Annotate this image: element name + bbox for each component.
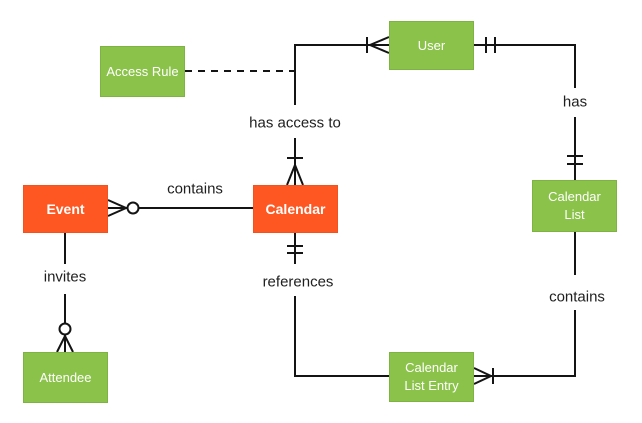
relationship-label-contains-entries: contains — [547, 288, 607, 306]
zero-circle-icon — [126, 201, 140, 215]
crow-foot-icon — [473, 367, 494, 385]
entity-user: User — [389, 21, 474, 70]
connector-invites — [56, 233, 74, 353]
zero-circle-icon — [58, 322, 72, 336]
entity-event: Event — [23, 185, 108, 233]
connector-contains-event-calendar — [107, 199, 253, 217]
connector-has-access-to — [286, 36, 390, 186]
crow-foot-icon — [107, 199, 129, 217]
crow-foot-icon — [286, 162, 304, 186]
entity-calendar-list-entry: Calendar List Entry — [389, 352, 474, 402]
connector-line — [474, 310, 576, 377]
entity-access-rule: Access Rule — [100, 46, 185, 97]
one-and-only-one-ticks-icon — [485, 37, 496, 53]
one-and-only-one-ticks-icon — [567, 155, 583, 165]
connector-contains-list-entry — [473, 232, 576, 385]
relationship-label-has: has — [560, 93, 590, 111]
relationship-label-references: references — [260, 273, 336, 291]
connector-references — [287, 233, 389, 377]
relationship-label-has-access-to: has access to — [247, 114, 343, 132]
connector-line — [294, 44, 389, 105]
connector-line — [474, 44, 576, 88]
crow-foot-icon — [367, 36, 390, 54]
entity-calendar: Calendar — [253, 185, 338, 233]
entity-attendee: Attendee — [23, 352, 108, 403]
entity-calendar-list: Calendar List — [532, 180, 617, 232]
relationship-label-invites: invites — [41, 268, 89, 286]
connector-line — [294, 296, 389, 377]
one-and-only-one-ticks-icon — [287, 245, 303, 254]
relationship-label-contains-event: contains — [165, 180, 225, 198]
connector-has — [474, 37, 583, 180]
crow-foot-icon — [56, 333, 74, 353]
